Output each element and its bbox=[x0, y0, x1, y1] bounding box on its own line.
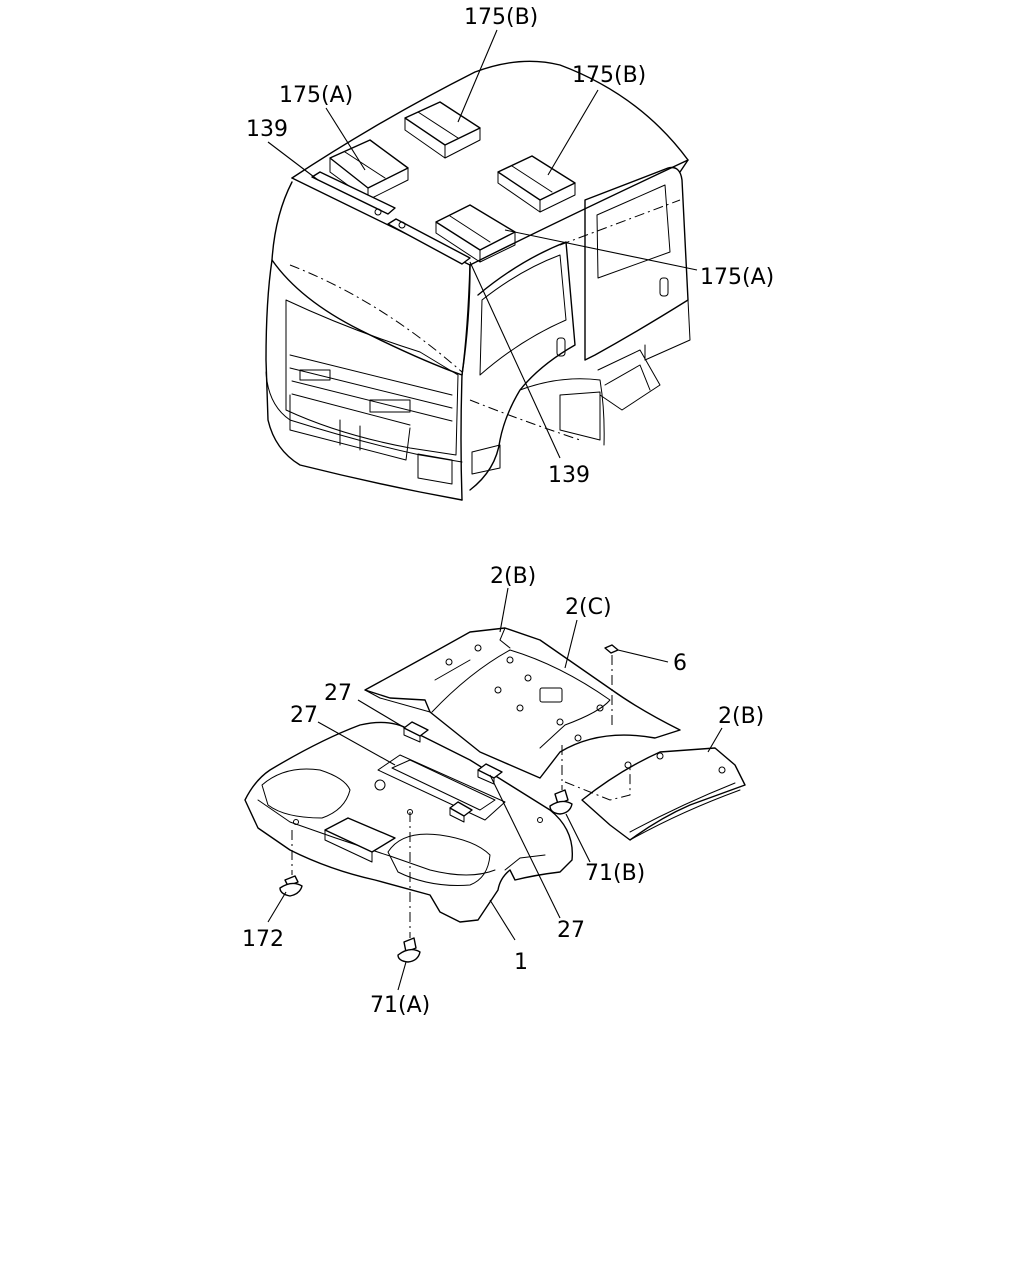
callout-175a-left: 175(A) bbox=[279, 83, 353, 108]
callout-139-left: 139 bbox=[246, 117, 288, 142]
screw-71b bbox=[549, 789, 573, 815]
callout-175b-top: 175(B) bbox=[464, 5, 538, 30]
truck-cab-illustration bbox=[265, 60, 691, 501]
callout-1: 1 bbox=[514, 950, 528, 975]
callout-71b: 71(B) bbox=[585, 861, 645, 886]
callout-27-a: 27 bbox=[324, 681, 352, 706]
top-leader-lines bbox=[267, 29, 698, 459]
callout-2b-right: 2(B) bbox=[718, 704, 764, 729]
clip-6 bbox=[604, 644, 619, 654]
top-callout-labels: 175(B) 175(B) 175(A) 139 175(A) 139 bbox=[246, 5, 774, 488]
callout-71a: 71(A) bbox=[370, 993, 430, 1018]
bottom-leader-lines bbox=[267, 587, 723, 991]
callout-175b-right: 175(B) bbox=[572, 63, 646, 88]
screw-71a bbox=[397, 937, 421, 963]
callout-139-bottom: 139 bbox=[548, 463, 590, 488]
screw-172 bbox=[279, 875, 303, 897]
headliner-exploded-view bbox=[244, 627, 746, 963]
bottom-callout-labels: 2(B) 2(C) 6 27 27 2(B) 71(B) 27 172 1 71… bbox=[242, 564, 764, 1018]
callout-2c: 2(C) bbox=[565, 595, 612, 620]
callout-27-b: 27 bbox=[290, 703, 318, 728]
callout-6: 6 bbox=[673, 651, 687, 676]
callout-27-c: 27 bbox=[557, 918, 585, 943]
callout-175a-right: 175(A) bbox=[700, 265, 774, 290]
callout-2b-top: 2(B) bbox=[490, 564, 536, 589]
callout-172: 172 bbox=[242, 927, 284, 952]
